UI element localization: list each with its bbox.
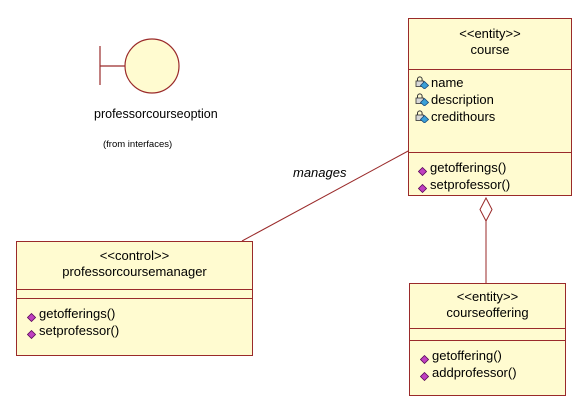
attribute-row[interactable]: credithours: [415, 108, 571, 125]
operation-name: addprofessor(): [432, 365, 517, 380]
public-operation-icon: [26, 326, 37, 340]
operation-name: getoffering(): [432, 348, 502, 363]
class-professorcoursemanager[interactable]: <<control>> professorcoursemanager getof…: [16, 241, 253, 356]
operation-row[interactable]: getofferings(): [417, 159, 571, 177]
association-label: manages: [293, 165, 347, 180]
attributes-section: [410, 328, 565, 340]
private-attribute-icon: [415, 76, 430, 90]
attribute-row[interactable]: description: [415, 91, 571, 108]
class-courseoffering[interactable]: <<entity>> courseoffering getoffering() …: [409, 283, 566, 396]
operation-name: getofferings(): [39, 306, 116, 321]
attribute-row[interactable]: name: [415, 74, 571, 91]
stereotype-label: <<entity>>: [459, 26, 521, 41]
attribute-name: description: [431, 92, 494, 107]
attribute-name: name: [431, 75, 464, 90]
operation-row[interactable]: getofferings(): [26, 305, 252, 323]
operation-row[interactable]: setprofessor(): [417, 176, 571, 194]
class-name: courseoffering: [446, 305, 529, 320]
operation-row[interactable]: getoffering(): [419, 347, 565, 365]
private-attribute-icon: [415, 110, 430, 124]
operations-section: getofferings() setprofessor(): [17, 298, 252, 340]
association-line-manages[interactable]: [241, 149, 411, 242]
stereotype-label: <<entity>>: [456, 289, 519, 304]
class-course[interactable]: <<entity>> course name description credi…: [408, 18, 572, 196]
attributes-section: [17, 289, 252, 298]
boundary-name: professorcourseoption: [94, 107, 218, 121]
boundary-from: (from interfaces): [103, 139, 173, 150]
public-operation-icon: [26, 309, 37, 323]
public-operation-icon: [419, 351, 430, 365]
class-name: professorcoursemanager: [62, 264, 207, 279]
operation-row[interactable]: setprofessor(): [26, 322, 252, 340]
public-operation-icon: [417, 180, 428, 194]
boundary-icon[interactable]: [99, 38, 180, 94]
class-header: <<entity>> course: [409, 19, 571, 69]
public-operation-icon: [419, 368, 430, 382]
operation-name: getofferings(): [430, 160, 507, 175]
public-operation-icon: [417, 163, 428, 177]
operations-section: getoffering() addprofessor(): [410, 340, 565, 382]
attribute-name: credithours: [431, 109, 496, 124]
operation-row[interactable]: addprofessor(): [419, 364, 565, 382]
attributes-section: name description credithours: [409, 69, 571, 152]
class-header: <<control>> professorcoursemanager: [17, 242, 252, 289]
class-header: <<entity>> courseoffering: [410, 284, 565, 328]
stereotype-label: <<control>>: [99, 248, 170, 263]
private-attribute-icon: [415, 93, 430, 107]
aggregation-diamond: [479, 196, 493, 223]
class-name: course: [470, 42, 510, 57]
operations-section: getofferings() setprofessor(): [409, 152, 571, 194]
operation-name: setprofessor(): [430, 177, 511, 192]
operation-name: setprofessor(): [39, 323, 120, 338]
